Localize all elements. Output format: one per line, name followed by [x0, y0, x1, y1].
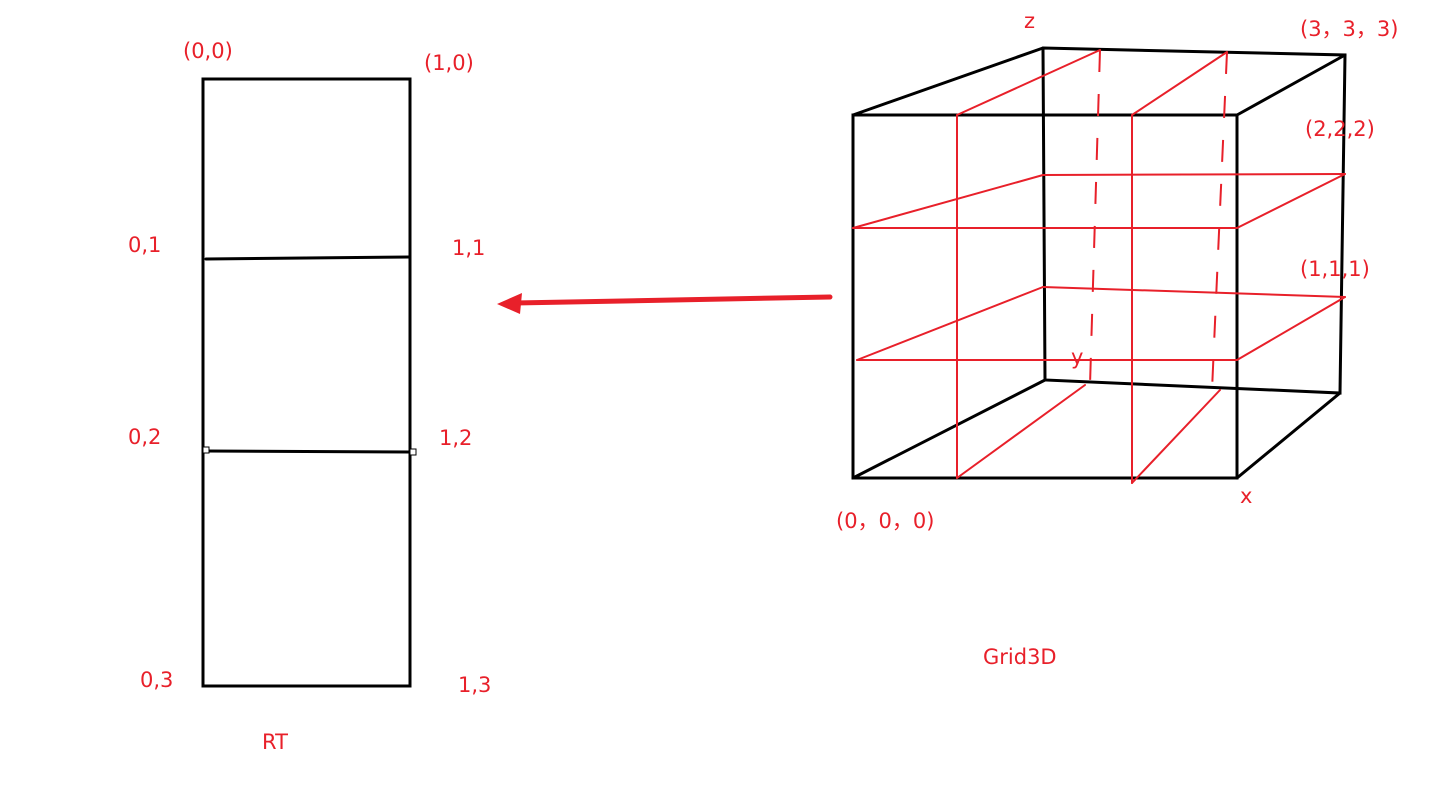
axis-label-z: z: [1024, 9, 1035, 33]
rt-row-divider-1: [204, 255, 412, 261]
rt-corner-label: (1,0): [424, 51, 474, 75]
rt-handle-right: [409, 448, 417, 456]
rt-handle-left: [202, 446, 210, 454]
point-label: (1,1,1): [1300, 257, 1370, 281]
rt-texture: [201, 77, 417, 688]
grid3d-cube: [851, 46, 1347, 484]
rt-corner-label: 1,1: [452, 236, 485, 260]
rt-corner-label: (0,0): [183, 39, 233, 63]
grid-plane-lower: [856, 286, 1346, 361]
cube-back-face: [1041, 46, 1347, 395]
rt-corner-label: 0,2: [128, 425, 161, 449]
rt-title: RT: [262, 730, 288, 754]
rt-outline: [201, 77, 412, 688]
mapping-arrow: [497, 293, 833, 314]
rt-corner-label: 0,3: [140, 668, 173, 692]
axis-label-x: x: [1240, 484, 1252, 508]
axis-label-y: y: [1071, 345, 1083, 369]
rt-corner-label: 1,2: [439, 426, 472, 450]
point-label: (2,2,2): [1305, 117, 1375, 141]
grid-plane-vertical-2: [1131, 51, 1228, 484]
grid-plane-upper: [852, 173, 1346, 229]
rt-corner-label: 1,3: [458, 673, 491, 697]
rt-row-divider-2: [204, 449, 412, 454]
cube-front-face: [851, 113, 1239, 480]
rt-corner-label: 0,1: [128, 233, 161, 257]
grid-plane-vertical-1: [956, 49, 1101, 479]
grid3d-title: Grid3D: [983, 645, 1057, 669]
point-label: (0，0，0): [836, 509, 934, 533]
point-label: (3，3，3): [1300, 17, 1398, 41]
